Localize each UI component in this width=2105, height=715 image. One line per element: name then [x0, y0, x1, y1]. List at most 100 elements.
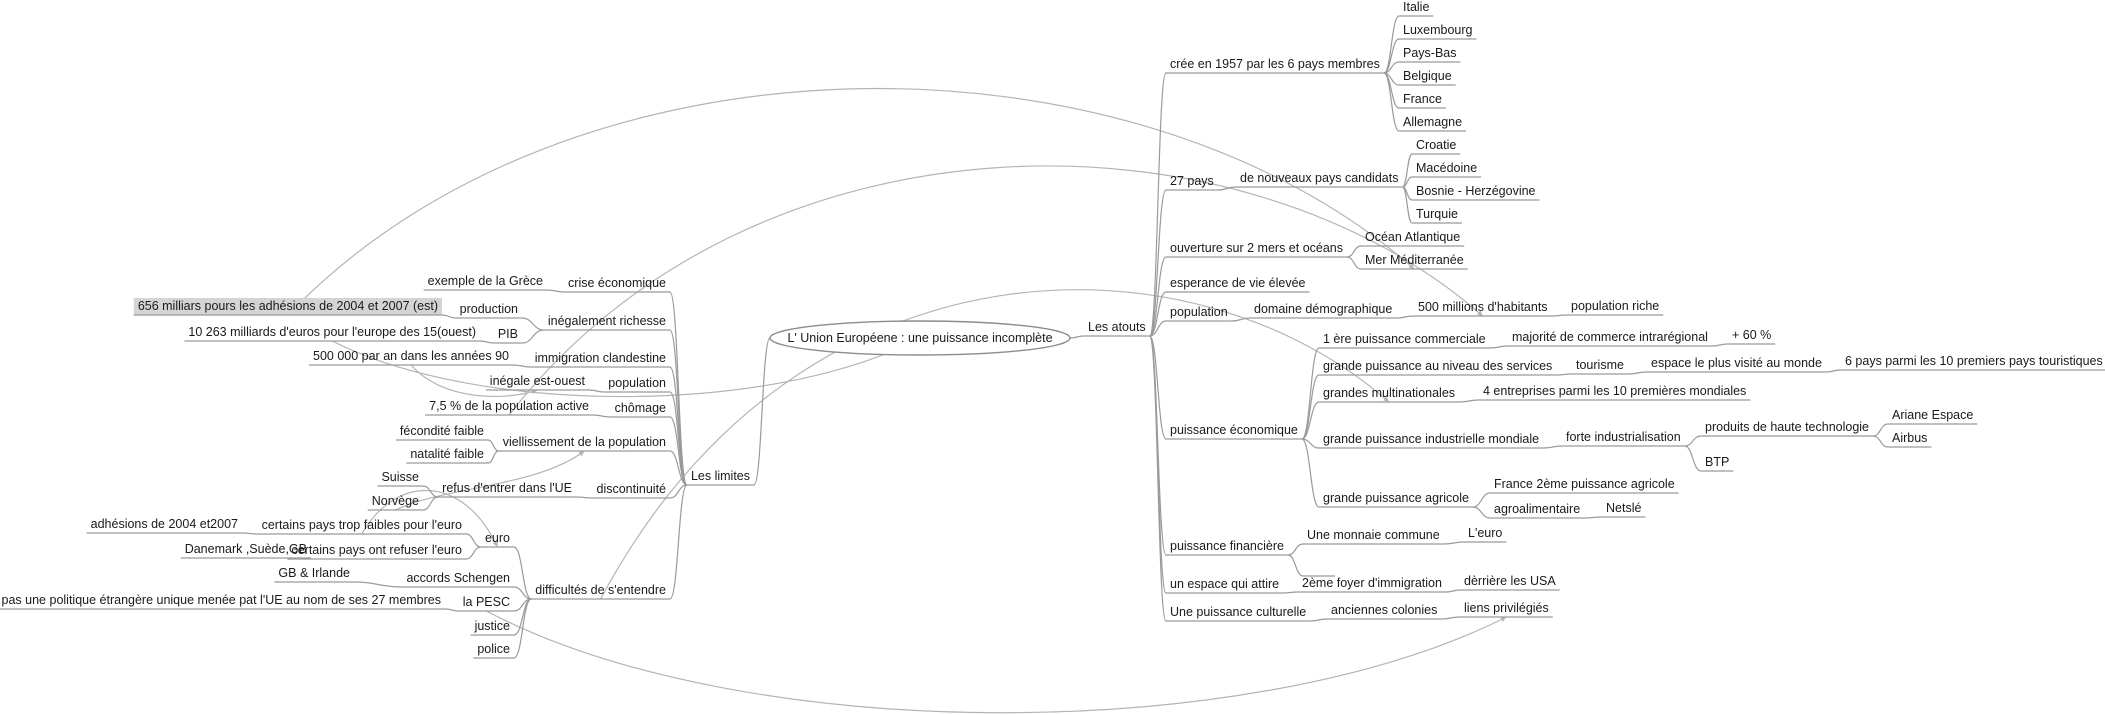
topic-sixpays[interactable]: 6 pays parmi les 10 premiers pays touris… — [1841, 354, 2105, 371]
topic-difficultes[interactable]: difficultés de s'entendre — [531, 583, 670, 600]
root-node[interactable]: L' Union Européene : une puissance incom… — [769, 320, 1071, 356]
topic-refus[interactable]: refus d'entrer dans l'UE — [438, 481, 576, 498]
topic-refuser[interactable]: certains pays ont refuser l'euro — [287, 543, 466, 560]
branch-root-limites — [753, 337, 771, 486]
topic-label: Norvège — [372, 494, 419, 508]
topic-p27[interactable]: 27 pays — [1166, 174, 1218, 191]
topic-production[interactable]: production — [455, 302, 522, 319]
relation-difficultes-multi — [600, 289, 1390, 600]
topic-m10263[interactable]: 10 263 milliards d'euros pour l'europe d… — [184, 325, 480, 342]
topic-indus[interactable]: grande puissance industrielle mondiale — [1319, 432, 1544, 449]
topic-comm[interactable]: 1 ère puissance commerciale — [1319, 332, 1490, 349]
topic-france2[interactable]: France 2ème puissance agricole — [1490, 477, 1679, 494]
topic-pesc[interactable]: la PESC — [458, 595, 514, 612]
topic-colonies[interactable]: anciennes colonies — [1327, 603, 1442, 620]
branch-p27-candidats — [1217, 186, 1237, 191]
topic-discont[interactable]: discontinuité — [592, 482, 671, 499]
topic-leuro[interactable]: L'euro — [1464, 526, 1507, 543]
topic-chomage[interactable]: chômage — [610, 401, 670, 418]
topic-monnaie[interactable]: Une monnaie commune — [1303, 528, 1444, 545]
topic-gbirl[interactable]: GB & Irlande — [274, 566, 354, 583]
topic-allemagne[interactable]: Allemagne — [1399, 115, 1467, 132]
topic-crise[interactable]: crise économique — [564, 276, 670, 293]
branch-atouts-pfin — [1149, 335, 1167, 556]
topic-vieil[interactable]: viellissement de la population — [498, 435, 670, 452]
topic-atouts[interactable]: Les atouts — [1084, 320, 1150, 337]
topic-norvege[interactable]: Norvège — [367, 494, 423, 511]
topic-france[interactable]: France — [1399, 92, 1446, 109]
topic-paysbas[interactable]: Pays-Bas — [1399, 46, 1461, 63]
topic-btp[interactable]: BTP — [1701, 455, 1734, 472]
topic-p75[interactable]: 7,5 % de la population active — [425, 399, 593, 416]
topic-visite[interactable]: espace le plus visité au monde — [1647, 356, 1826, 373]
branch-peco-comm — [1301, 347, 1320, 440]
topic-quatre[interactable]: 4 entreprises parmi les 10 premières mon… — [1479, 384, 1751, 401]
topic-population[interactable]: population — [1166, 305, 1232, 322]
topic-airbus[interactable]: Airbus — [1888, 431, 1932, 448]
topic-dsg[interactable]: Danemark ,Suède,GB — [180, 542, 311, 559]
topic-inegal[interactable]: inégalement richesse — [543, 314, 670, 331]
topic-riche[interactable]: population riche — [1567, 299, 1664, 316]
topic-natal[interactable]: natalité faible — [406, 447, 488, 464]
topic-grece[interactable]: exemple de la Grèce — [423, 274, 547, 291]
branch-indus-forte — [1543, 445, 1563, 449]
topic-forte[interactable]: forte industrialisation — [1562, 430, 1685, 447]
relation-curve — [395, 450, 585, 511]
topic-italie[interactable]: Italie — [1399, 0, 1434, 17]
topic-mediterranee[interactable]: Mer Méditerranée — [1361, 253, 1468, 270]
topic-multi[interactable]: grandes multinationales — [1319, 386, 1460, 403]
topic-macedoine[interactable]: Macédoine — [1412, 161, 1482, 178]
branch-ouverture-atlantique — [1346, 245, 1362, 258]
topic-pfin[interactable]: puissance financière — [1166, 539, 1288, 556]
branch-inegal-pib — [521, 329, 544, 344]
topic-turquie[interactable]: Turquie — [1412, 207, 1462, 224]
topic-pculture[interactable]: Une puissance culturelle — [1166, 605, 1311, 622]
topic-belgique[interactable]: Belgique — [1399, 69, 1456, 86]
topic-label: population — [1170, 305, 1228, 319]
topic-demo[interactable]: domaine démographique — [1250, 302, 1397, 319]
topic-hab[interactable]: 500 millions d'habitants — [1414, 300, 1552, 317]
relation-curve — [486, 610, 1507, 714]
topic-pib[interactable]: PIB — [493, 327, 522, 344]
topic-schengen[interactable]: accords Schengen — [402, 571, 514, 588]
topic-tourisme[interactable]: tourisme — [1572, 358, 1628, 375]
topic-foyer[interactable]: 2ème foyer d'immigration — [1298, 576, 1446, 593]
topic-m500000[interactable]: 500 000 par an dans les années 90 — [309, 349, 513, 366]
topic-croatie[interactable]: Croatie — [1412, 138, 1461, 155]
topic-m656[interactable]: 656 milliars pours les adhésions de 2004… — [133, 298, 442, 316]
topic-adh[interactable]: adhésions de 2004 et2007 — [86, 517, 242, 534]
topic-immig[interactable]: immigration clandestine — [530, 351, 670, 368]
topic-euro[interactable]: euro — [480, 531, 514, 548]
topic-ariane[interactable]: Ariane Espace — [1888, 408, 1978, 425]
topic-hautetech[interactable]: produits de haute technologie — [1701, 420, 1874, 437]
topic-bosnie[interactable]: Bosnie - Herzégovine — [1412, 184, 1540, 201]
topic-majorite[interactable]: majorité de commerce intrarégional — [1508, 330, 1712, 347]
topic-label: Netslé — [1606, 501, 1641, 515]
topic-label: L'euro — [1468, 526, 1502, 540]
topic-netsle[interactable]: Netslé — [1602, 501, 1646, 518]
topic-luxembourg[interactable]: Luxembourg — [1399, 23, 1477, 40]
topic-attire[interactable]: un espace qui attire — [1166, 577, 1284, 594]
topic-politique[interactable]: pas une politique étrangère unique menée… — [0, 593, 445, 610]
topic-ouverture[interactable]: ouverture sur 2 mers et océans — [1166, 241, 1347, 258]
topic-agri[interactable]: grande puissance agricole — [1319, 491, 1473, 508]
topic-cree[interactable]: crée en 1957 par les 6 pays membres — [1166, 57, 1384, 74]
topic-atlantique[interactable]: Océan Atlantique — [1361, 230, 1465, 247]
topic-esperance[interactable]: esperance de vie élevée — [1166, 276, 1310, 293]
topic-liens[interactable]: liens privilégiés — [1460, 601, 1553, 618]
topic-services[interactable]: grande puissance au niveau des services — [1319, 359, 1557, 376]
topic-suisse[interactable]: Suisse — [377, 470, 423, 487]
topic-peco[interactable]: puissance économique — [1166, 423, 1302, 440]
topic-agro[interactable]: agroalimentaire — [1490, 502, 1585, 519]
topic-limites[interactable]: Les limites — [686, 469, 754, 486]
topic-p60[interactable]: + 60 % — [1728, 328, 1776, 345]
topic-justice[interactable]: justice — [470, 619, 514, 636]
topic-usa[interactable]: dèrrière les USA — [1460, 574, 1560, 591]
topic-inegeo[interactable]: inégale est-ouest — [485, 374, 589, 391]
topic-candidats[interactable]: de nouveaux pays candidats — [1236, 171, 1403, 188]
topic-fecond[interactable]: fécondité faible — [395, 424, 488, 441]
topic-police[interactable]: police — [473, 642, 514, 659]
topic-label: Belgique — [1403, 69, 1452, 83]
topic-faibles[interactable]: certains pays trop faibles pour l'euro — [257, 518, 466, 535]
topic-popul[interactable]: population — [604, 376, 670, 393]
